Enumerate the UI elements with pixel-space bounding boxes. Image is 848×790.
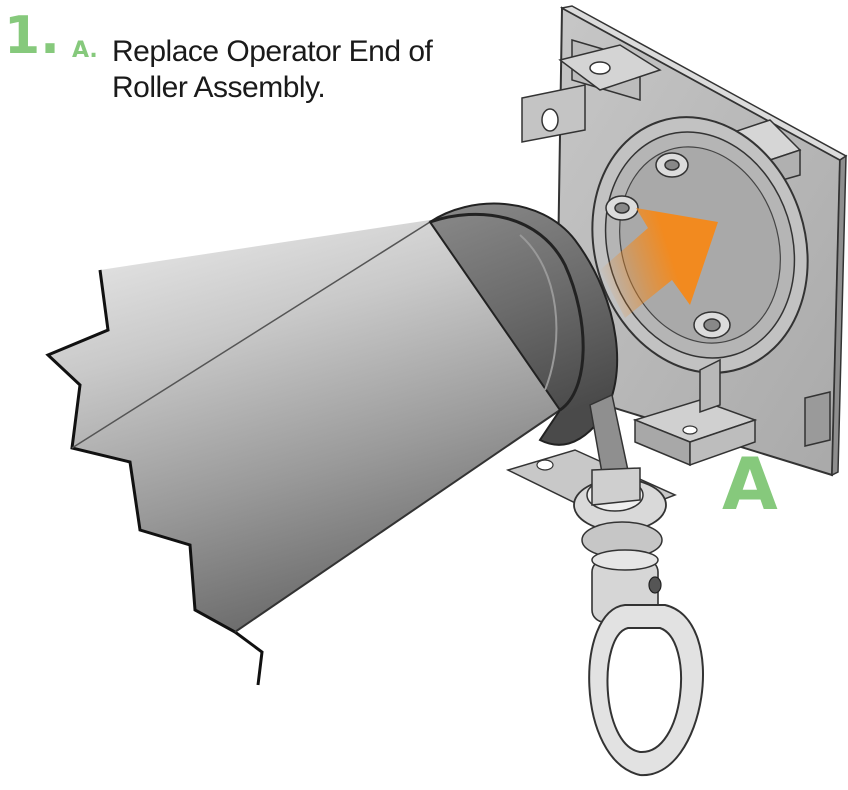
- roller-tube: [45, 202, 619, 686]
- step-header: 1. A. Replace Operator End of Roller Ass…: [0, 0, 520, 110]
- step-instruction: Replace Operator End of Roller Assembly.: [112, 35, 433, 104]
- motion-arrow: [600, 208, 718, 318]
- bracket-plate: [521, 5, 848, 477]
- step-letter: A.: [72, 38, 98, 63]
- callout-label-a: A: [722, 442, 778, 526]
- coupling: [505, 393, 677, 559]
- eye-hook: [588, 549, 704, 777]
- step-number: 1.: [4, 6, 60, 66]
